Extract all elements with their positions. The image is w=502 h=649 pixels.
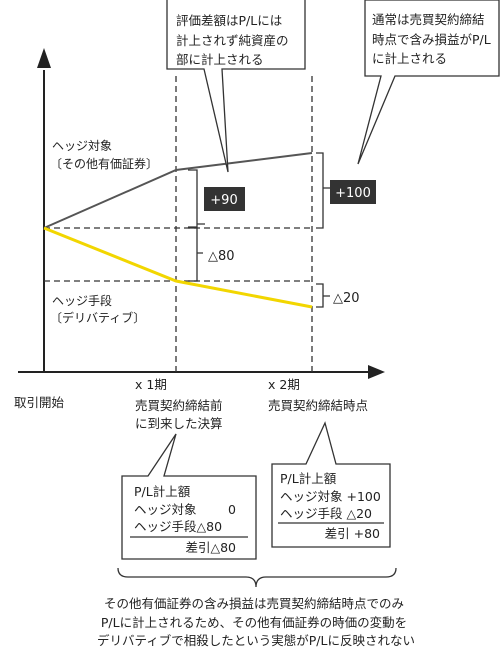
delta-minus80: △80 [208, 249, 235, 264]
callout-left-text: 評価差額はP/Lには 計上されず純資産の 部に計上される [176, 13, 293, 67]
origin-label: 取引開始 [14, 395, 65, 410]
period1-label: x 1期 [135, 377, 167, 392]
pl-box-1-title: P/L計上額 [134, 484, 191, 499]
pl-box-1-total: 差引△80 [185, 540, 236, 555]
hedging-instrument-sublabel: 〔デリバティブ〕 [50, 310, 145, 325]
hedged-item-sublabel: 〔その他有価証券〕 [50, 156, 158, 171]
y-axis-arrow [37, 48, 51, 68]
pl-box-1-row2: ヘッジ手段△80 [134, 519, 222, 534]
dashed-guides [44, 76, 313, 372]
x-axis-arrow [368, 365, 385, 379]
brace-minus20 [316, 283, 330, 308]
hedging-instrument-label: ヘッジ手段 [52, 293, 112, 308]
pl-box-2-row1: ヘッジ対象 +100 [280, 489, 381, 504]
brace-minus80 [188, 227, 203, 282]
hedging-instrument-line [43, 226, 313, 309]
pl-box-2-total: 差引 +80 [325, 526, 380, 541]
pl-box-1-row1-value: 0 [228, 502, 236, 517]
hedged-item-label: ヘッジ対象 [52, 139, 112, 153]
callout-bubble-right [357, 0, 500, 165]
pl-box-2-title: P/L計上額 [280, 471, 337, 486]
delta-minus20: △20 [333, 291, 360, 306]
badge-plus100-text: +100 [335, 186, 371, 201]
braces [188, 152, 330, 308]
pl-box-1-row1-label: ヘッジ対象 [134, 502, 197, 517]
period2-label: x 2期 [268, 377, 300, 392]
pl-box-2-row2: ヘッジ手段 △20 [280, 506, 372, 521]
hedged-item-line [43, 152, 313, 229]
axes [18, 70, 372, 373]
brace-plus90 [188, 169, 205, 228]
badge-plus90-text: +90 [210, 193, 237, 208]
footer-brace [117, 567, 397, 588]
callout-right-text: 通常は売買契約締結 時点で含み損益がP/L に計上される [372, 12, 495, 66]
callout-bubble-left [166, 0, 306, 173]
badge-plus90 [204, 187, 245, 211]
period1-desc-line2: に到来した決算 [135, 416, 223, 431]
pl-box-1 [121, 433, 257, 560]
pl-box-2 [271, 421, 391, 548]
badge-plus100 [330, 180, 376, 204]
period2-desc: 売買契約締結時点 [268, 398, 368, 413]
period1-desc-line1: 売買契約締結前 [135, 398, 223, 413]
footer-text: その他有価証券の含み損益は売買契約締結時点でのみ P/Lに計上されるため、その他… [97, 596, 415, 648]
brace-plus100 [316, 152, 330, 229]
